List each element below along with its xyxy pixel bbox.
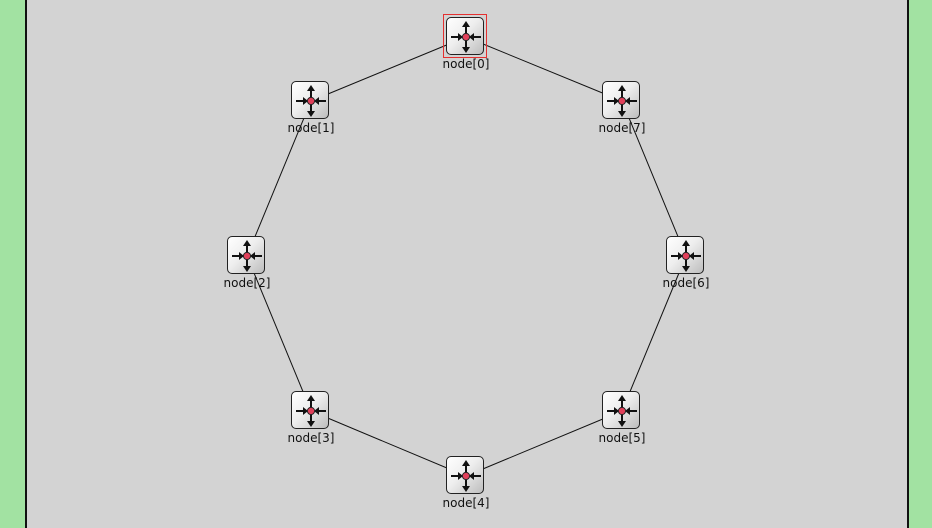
node-5[interactable]: node[5] (582, 391, 662, 455)
node-label: node[0] (442, 57, 490, 71)
node-label: node[2] (223, 276, 271, 290)
link-6-7[interactable] (621, 100, 687, 257)
router-arrows-icon (451, 460, 481, 492)
node-6[interactable]: node[6] (646, 236, 726, 300)
link-7-0[interactable] (465, 36, 623, 102)
router-arrows-icon (296, 395, 326, 427)
link-4-5[interactable] (465, 410, 623, 477)
router-arrows-icon (671, 240, 701, 272)
link-1-2[interactable] (246, 100, 312, 257)
node-label: node[7] (598, 121, 646, 135)
node-icon-box[interactable] (291, 391, 329, 429)
node-7[interactable]: node[7] (582, 81, 662, 145)
node-label: node[4] (442, 496, 490, 510)
node-2[interactable]: node[2] (207, 236, 287, 300)
link-2-3[interactable] (246, 255, 312, 412)
node-icon-box[interactable] (602, 81, 640, 119)
node-icon-box[interactable] (446, 456, 484, 494)
node-0[interactable]: node[0] (426, 14, 506, 81)
node-4[interactable]: node[4] (426, 456, 506, 520)
node-icon-box[interactable] (227, 236, 265, 274)
selection-box (443, 14, 487, 58)
network-canvas[interactable] (25, 0, 909, 528)
node-1[interactable]: node[1] (271, 81, 351, 145)
node-3[interactable]: node[3] (271, 391, 351, 455)
router-arrows-icon (607, 395, 637, 427)
node-label: node[1] (287, 121, 335, 135)
node-icon-box[interactable] (446, 17, 484, 55)
node-icon-box[interactable] (602, 391, 640, 429)
node-label: node[5] (598, 431, 646, 445)
router-arrows-icon (607, 85, 637, 117)
link-3-4[interactable] (310, 410, 467, 477)
node-icon-box[interactable] (291, 81, 329, 119)
node-icon-box[interactable] (666, 236, 704, 274)
node-label: node[3] (287, 431, 335, 445)
link-0-1[interactable] (310, 36, 467, 102)
router-arrows-icon (296, 85, 326, 117)
router-arrows-icon (232, 240, 262, 272)
node-label: node[6] (662, 276, 710, 290)
link-5-6[interactable] (621, 255, 687, 412)
router-arrows-icon (451, 21, 481, 53)
